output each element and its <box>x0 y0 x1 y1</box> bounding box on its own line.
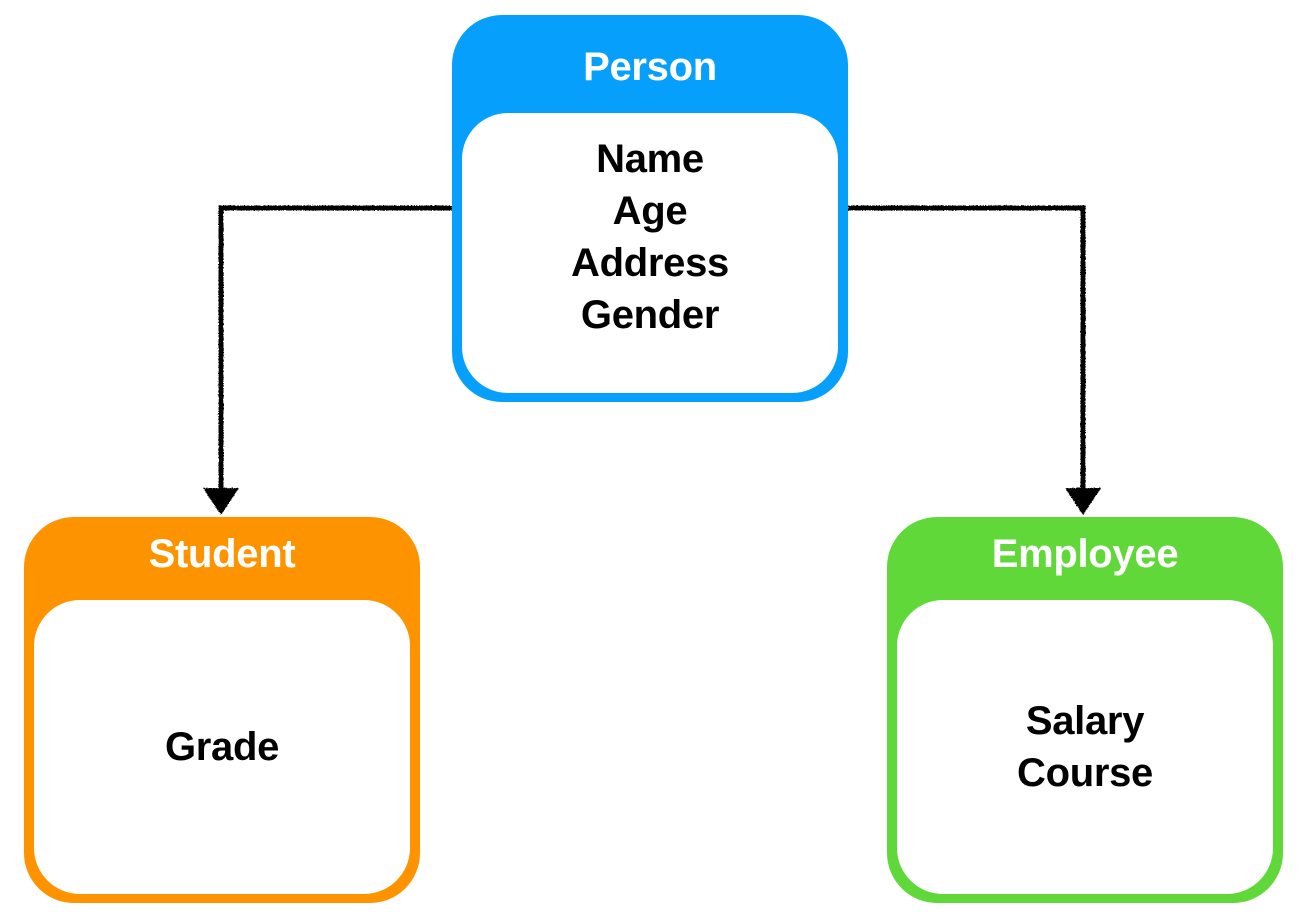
attribute-salary: Salary <box>1025 699 1145 743</box>
class-person-title: Person <box>583 45 717 89</box>
class-student: Student Grade <box>24 517 420 903</box>
class-student-attributes: Grade <box>34 600 410 894</box>
class-person: Person Name Age Address Gender <box>452 15 848 402</box>
class-student-title: Student <box>148 532 296 576</box>
attribute-name: Name <box>596 137 704 181</box>
attribute-age: Age <box>612 189 688 233</box>
class-person-attributes: Name Age Address Gender <box>462 113 838 393</box>
attribute-grade: Grade <box>164 725 280 769</box>
connector-line-person-student <box>218 205 452 492</box>
arrowhead-student <box>203 488 239 515</box>
attribute-gender: Gender <box>580 293 720 337</box>
class-employee: Employee Salary Course <box>887 517 1283 903</box>
arrow-person-to-student <box>203 205 452 515</box>
class-employee-attributes: Salary Course <box>897 600 1273 894</box>
attribute-address: Address <box>571 241 729 285</box>
connector-line-person-employee <box>848 205 1086 492</box>
arrow-person-to-employee <box>848 205 1101 515</box>
arrowhead-employee <box>1065 488 1101 515</box>
attribute-course: Course <box>1016 751 1153 795</box>
class-employee-title: Employee <box>991 532 1179 576</box>
